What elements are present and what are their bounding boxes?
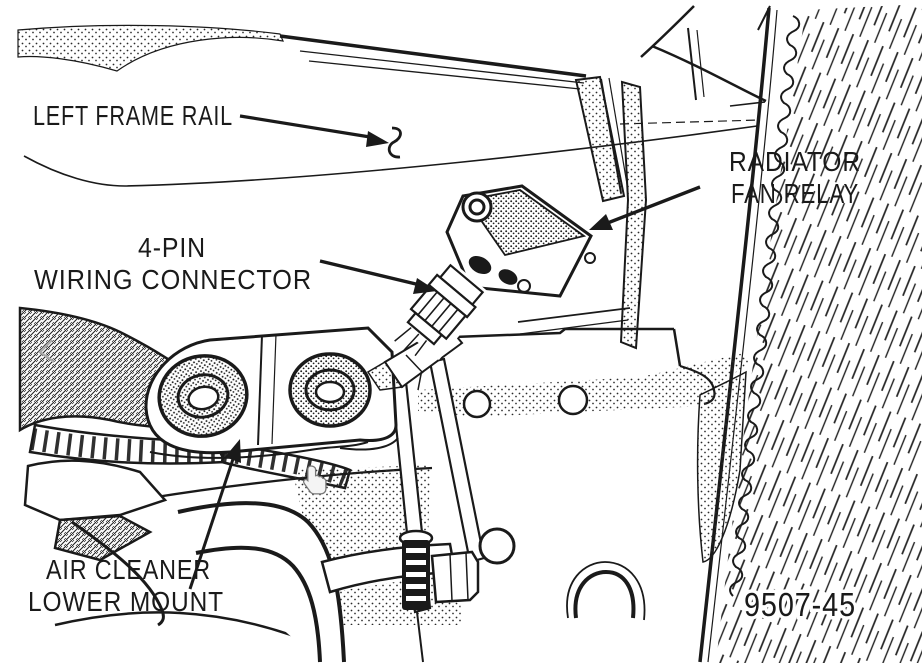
housing-polygon xyxy=(23,459,168,522)
relay-ledge-2 xyxy=(519,319,629,335)
label-radiator: RADIATOR xyxy=(729,146,861,177)
frame-rail-rod-thin2 xyxy=(308,60,581,90)
clamp-knob xyxy=(478,527,516,565)
lower-mount-drawing xyxy=(144,326,399,459)
panel-hole-left xyxy=(462,389,492,419)
grommet-left xyxy=(157,354,249,438)
hose-clamp-drawing xyxy=(177,357,646,663)
arrowhead-wiring-connector xyxy=(413,278,437,294)
mount-bottom-wave-1 xyxy=(149,441,369,459)
bracket-channel-1 xyxy=(600,78,622,194)
relay-top-face xyxy=(465,189,587,257)
connector-drawing xyxy=(391,255,493,360)
panel-shaded-band xyxy=(418,353,752,417)
relay-pin-recess-1 xyxy=(468,255,492,275)
bracket-strip xyxy=(574,75,626,203)
leader-squiggle xyxy=(387,126,402,159)
arrowhead-air-cleaner-mount xyxy=(225,439,241,463)
relay-pin-recess-2 xyxy=(498,269,518,285)
mount-bottom-wave-2 xyxy=(339,437,399,451)
relay-drawing xyxy=(445,184,596,298)
label-left-frame-rail: LEFT FRAME RAIL xyxy=(33,100,233,131)
bracket-tail xyxy=(416,611,424,663)
callout-arrows xyxy=(188,114,701,590)
frame-rail-rod-top xyxy=(279,34,587,78)
label-4-pin: 4-PIN xyxy=(138,232,206,263)
faint-chevron xyxy=(38,339,55,364)
arrow-left-frame-rail xyxy=(239,114,371,139)
corner-post-2 xyxy=(696,29,705,98)
panel-top-edge xyxy=(427,327,674,340)
label-fan-relay: FAN RELAY xyxy=(731,178,859,209)
cowl-dashed-line xyxy=(619,119,761,125)
frame-rail-shaded-band xyxy=(17,24,284,72)
radiator-top-edge xyxy=(757,5,771,31)
mount-divider-1 xyxy=(257,334,263,446)
clamp-hex-facets xyxy=(449,552,469,602)
mouse-cursor-hand-icon xyxy=(302,465,327,495)
arrow-wiring-connector xyxy=(319,259,421,287)
cowl-curve xyxy=(651,44,767,103)
panel-corner xyxy=(672,328,682,367)
arrowhead-left-frame-rail xyxy=(366,131,389,147)
relay-ledge-1 xyxy=(517,307,631,323)
harness-wedge xyxy=(366,360,404,391)
hose-bend-inner xyxy=(195,545,322,663)
relay-ring-detail xyxy=(517,279,531,293)
label-air-cleaner: AIR CLEANER xyxy=(46,554,211,585)
connector-wires xyxy=(394,327,428,357)
connector-ribs xyxy=(417,291,459,333)
callout-labels: LEFT FRAME RAIL RADIATOR FAN RELAY 4-PIN… xyxy=(28,100,861,627)
bracket-wedge xyxy=(619,80,648,350)
pillar-curve xyxy=(640,5,695,58)
bottom-duct-curve xyxy=(54,611,306,642)
relay-mounting-boss xyxy=(461,191,493,223)
cowl-bracket-drawing xyxy=(517,5,767,350)
bracket-channel-2 xyxy=(608,77,629,191)
mount-divider-2 xyxy=(271,333,277,445)
label-wiring-connector: WIRING CONNECTOR xyxy=(34,264,312,295)
cowl-stub-line xyxy=(729,101,766,107)
radiator-left-edge xyxy=(698,7,771,663)
clamp-hex-bolt xyxy=(430,550,480,604)
clamp-screw-slots xyxy=(406,548,426,601)
radiator-core-hatching xyxy=(716,4,922,663)
label-lower-mount: LOWER MOUNT xyxy=(28,586,224,617)
connector-tip xyxy=(406,311,444,346)
arrow-radiator-fan-relay xyxy=(604,185,701,226)
radiator-scalloped-edge xyxy=(729,15,801,597)
relay-side-tab xyxy=(584,252,596,264)
arch-outer xyxy=(566,561,646,621)
figure-number: 9507-45 xyxy=(744,586,856,623)
radiator-inner-line xyxy=(707,9,778,663)
relay-boss-hole xyxy=(468,198,486,216)
grommet-right xyxy=(288,352,372,428)
lower-hose-curve xyxy=(71,520,165,627)
panel-hole-right xyxy=(557,384,589,416)
arrow-air-cleaner-mount xyxy=(188,449,238,590)
frame-rail-lower-curve xyxy=(23,125,758,187)
frame-rail-rod-thin1 xyxy=(299,50,585,84)
inner-fender-panel-drawing xyxy=(417,327,752,563)
arrowhead-radiator-fan-relay xyxy=(589,214,613,230)
panel-shaded-wedge xyxy=(696,370,747,563)
corner-post-1 xyxy=(687,27,697,101)
radiator-drawing xyxy=(619,4,922,663)
arch-inner xyxy=(573,569,636,619)
